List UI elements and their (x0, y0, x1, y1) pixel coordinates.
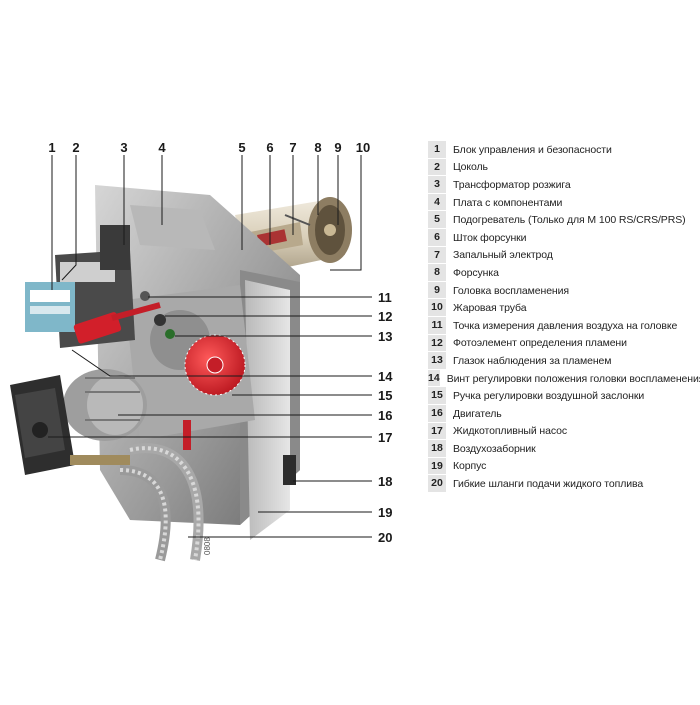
legend-number: 13 (428, 352, 446, 370)
callout-2: 2 (72, 140, 79, 155)
legend-text: Подогреватель (Только для M 100 RS/CRS/P… (453, 214, 686, 227)
fuel-hoses (119, 420, 204, 562)
legend-row: 5 Подогреватель (Только для M 100 RS/CRS/… (428, 211, 694, 229)
callout-14: 14 (378, 369, 393, 384)
callout-15: 15 (378, 388, 392, 403)
air-inlet (283, 455, 296, 485)
legend-row: 17 Жидкотопливный насос (428, 422, 694, 441)
legend-row: 1 Блок управления и безопасности (428, 141, 694, 159)
legend-row: 16 Двигатель (428, 404, 694, 423)
image-code: 0808 (203, 537, 212, 555)
callout-4: 4 (158, 140, 166, 155)
legend-row: 3 Трансформатор розжига (428, 176, 694, 194)
legend-text: Плата с компонентами (453, 196, 563, 209)
legend-text: Глазок наблюдения за пламенем (453, 354, 612, 367)
callout-6: 6 (266, 140, 273, 155)
legend-number: 15 (428, 387, 446, 405)
legend-text: Цоколь (453, 161, 488, 174)
legend-number: 6 (428, 228, 446, 247)
legend-row: 2 Цоколь (428, 158, 694, 177)
legend-text: Форсунка (453, 266, 499, 279)
legend-text: Винт регулировки положения головки воспл… (446, 372, 700, 385)
legend-number: 11 (428, 316, 446, 335)
legend-text: Запальный электрод (453, 249, 553, 262)
callout-13: 13 (378, 329, 392, 344)
callout-17: 17 (378, 430, 392, 445)
callout-5: 5 (238, 140, 245, 155)
callout-19: 19 (378, 505, 392, 520)
legend-number: 18 (428, 440, 446, 458)
legend-text: Трансформатор розжига (453, 178, 571, 191)
legend-row: 8 Форсунка (428, 264, 694, 282)
legend-number: 12 (428, 334, 446, 353)
callout-1: 1 (48, 140, 55, 155)
legend-text: Корпус (453, 460, 487, 473)
legend-number: 17 (428, 422, 446, 441)
legend-row: 4 Плата с компонентами (428, 193, 694, 212)
legend-number: 8 (428, 264, 446, 282)
legend-row: 19 Корпус (428, 457, 694, 476)
legend-number: 7 (428, 246, 446, 265)
legend-number: 10 (428, 299, 446, 317)
callout-3: 3 (120, 140, 127, 155)
legend-row: 15 Ручка регулировки воздушной заслонки (428, 387, 694, 405)
callout-20: 20 (378, 530, 392, 545)
legend-row: 18 Воздухозаборник (428, 440, 694, 458)
legend-row: 7 Запальный электрод (428, 246, 694, 265)
legend-row: 9 Головка воспламенения (428, 281, 694, 300)
legend-number: 14 (428, 369, 440, 388)
callout-18: 18 (378, 474, 392, 489)
motor (63, 369, 147, 441)
legend-number: 9 (428, 281, 446, 300)
legend-row: 10 Жаровая труба (428, 299, 694, 317)
legend-text: Головка воспламенения (453, 284, 569, 297)
air-damper-knob (184, 334, 246, 396)
legend-row: 13 Глазок наблюдения за пламенем (428, 352, 694, 370)
legend-row: 11 Точка измерения давления воздуха на го… (428, 316, 694, 335)
legend-row: 6 Шток форсунки (428, 228, 694, 247)
callout-11: 11 (378, 290, 392, 305)
legend-row: 14 Винт регулировки положения головки вос… (428, 369, 700, 388)
callout-12: 12 (378, 309, 392, 324)
legend-text: Жаровая труба (453, 302, 527, 315)
legend-text: Двигатель (453, 407, 502, 420)
leader-lines (48, 155, 372, 538)
callout-10: 10 (356, 140, 370, 155)
legend-number: 19 (428, 457, 446, 476)
legend-text: Точка измерения давления воздуха на голо… (453, 319, 678, 332)
oil-pump (10, 375, 130, 475)
legend-row: 20 Гибкие шланги подачи жидкого топлива (428, 475, 694, 493)
legend-number: 5 (428, 211, 446, 229)
callout-8: 8 (314, 140, 321, 155)
legend-number: 4 (428, 193, 446, 212)
legend-number: 16 (428, 404, 446, 423)
legend-text: Гибкие шланги подачи жидкого топлива (453, 478, 644, 491)
callout-16: 16 (378, 408, 392, 423)
legend-text: Жидкотопливный насос (453, 425, 568, 438)
legend-row: 12 Фотоэлемент определения пламени (428, 334, 694, 353)
legend-number: 3 (428, 176, 446, 194)
callout-9: 9 (334, 140, 341, 155)
legend-text: Фотоэлемент определения пламени (453, 337, 627, 350)
legend-number: 2 (428, 158, 446, 177)
control-box (25, 225, 161, 348)
ignition-transformer (100, 225, 130, 270)
legend-text: Шток форсунки (453, 231, 527, 244)
legend-number: 1 (428, 141, 446, 159)
legend-number: 20 (428, 475, 446, 493)
legend-text: Воздухозаборник (453, 442, 536, 455)
legend-text: Блок управления и безопасности (453, 143, 612, 156)
legend-text: Ручка регулировки воздушной заслонки (453, 390, 645, 403)
callout-7: 7 (289, 140, 296, 155)
